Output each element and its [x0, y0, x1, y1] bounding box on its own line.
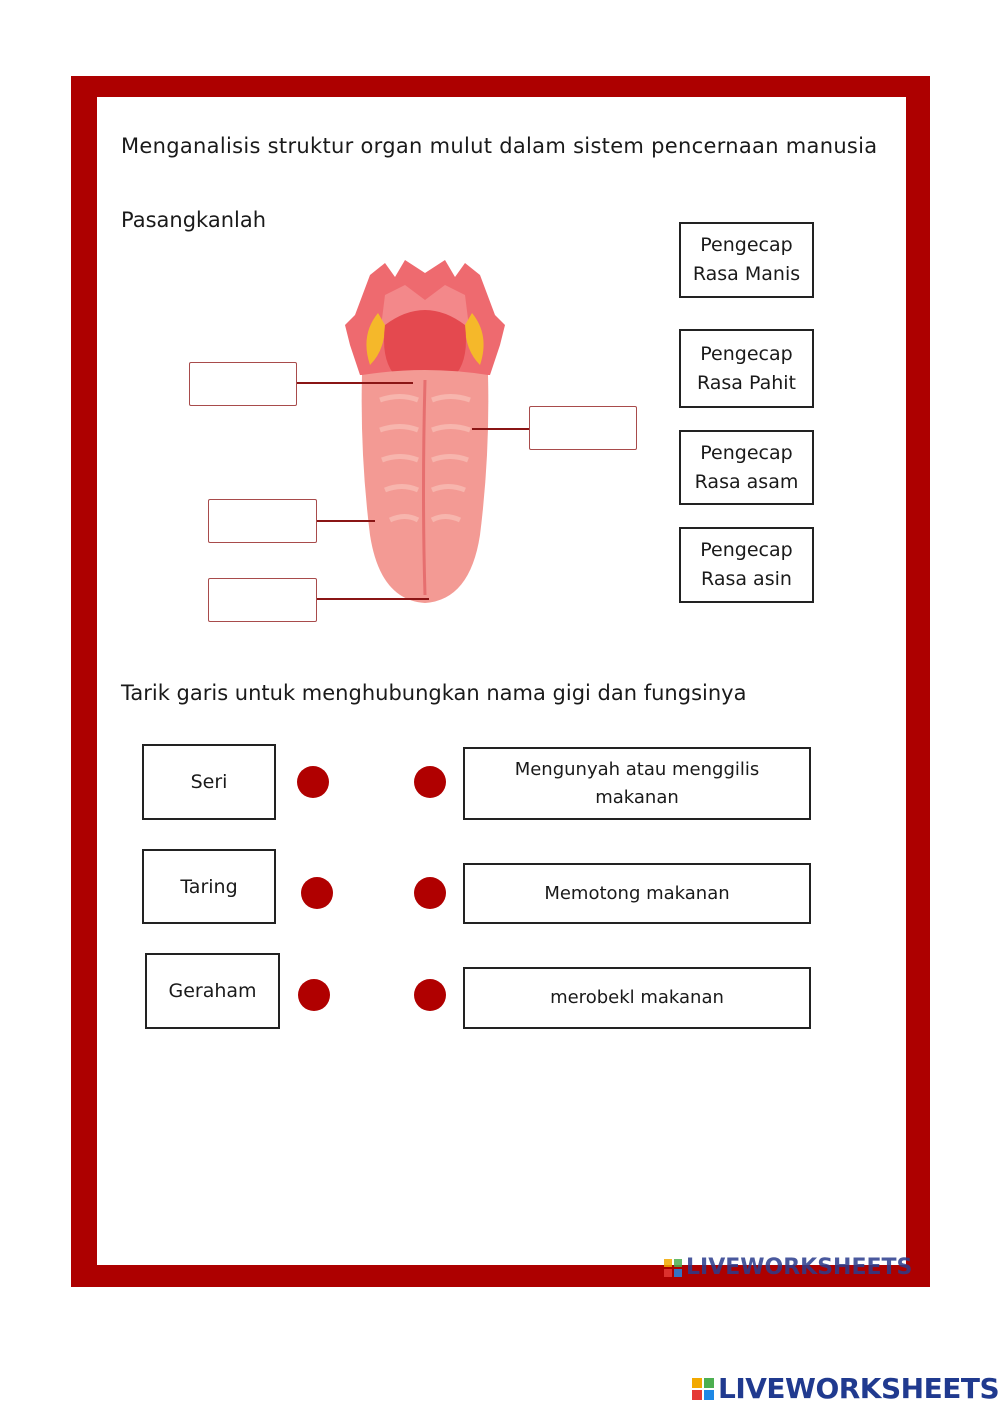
liveworksheets-watermark: LIVEWORKSHEETS [664, 1255, 912, 1280]
option-line1: Pengecap [700, 539, 793, 561]
left-papillae-shape [379, 394, 420, 523]
right-tonsil-shape [465, 313, 484, 365]
answer-box-side-right[interactable] [529, 406, 637, 450]
tooth-box-geraham: Geraham [145, 953, 280, 1029]
option-line1: Pengecap [700, 441, 793, 464]
function-box-chew: Mengunyah atau menggilis makanan [463, 747, 811, 820]
tooth-label: Geraham [168, 980, 257, 1002]
option-line2: Rasa Manis [692, 263, 801, 285]
worksheet-title: Menganalisis struktur organ mulut dalam … [121, 134, 878, 158]
tooth-dot-geraham[interactable] [298, 979, 330, 1011]
brand-text: LIVEWORKSHEETS [686, 1255, 913, 1280]
option-line2: Rasa Pahit [696, 371, 797, 394]
option-line1: Pengecap [700, 342, 793, 365]
liveworksheets-brand: LIVEWORKSHEETS [692, 1372, 1000, 1405]
function-label: Memotong makanan [544, 882, 730, 904]
answer-box-side-left[interactable] [208, 499, 317, 543]
tooth-dot-taring[interactable] [301, 877, 333, 909]
answer-box-back[interactable] [189, 362, 297, 406]
tooth-box-taring: Taring [142, 849, 276, 924]
answer-box-tip[interactable] [208, 578, 317, 622]
leader-line-tip [317, 598, 429, 600]
leader-line-side-left [317, 520, 375, 522]
section-heading-match: Pasangkanlah [121, 208, 267, 232]
tooth-label: Seri [190, 771, 228, 793]
function-dot-2[interactable] [414, 877, 446, 909]
function-dot-3[interactable] [414, 979, 446, 1011]
tooth-box-seri: Seri [142, 744, 276, 820]
option-line2: Rasa asam [694, 470, 799, 493]
liveworksheets-logo-icon [664, 1258, 682, 1277]
right-papillae-shape [430, 394, 471, 523]
tooth-dot-seri[interactable] [297, 766, 329, 798]
option-line2: Rasa asin [701, 568, 792, 590]
left-tonsil-shape [366, 313, 385, 365]
function-box-cut: Memotong makanan [463, 863, 811, 924]
function-label: Mengunyah atau menggilis makanan [514, 758, 760, 808]
leader-line-side-right [472, 428, 530, 430]
tongue-root-shape [384, 310, 466, 385]
tooth-label: Taring [180, 875, 238, 898]
function-dot-1[interactable] [414, 766, 446, 798]
section-heading-teeth: Tarik garis untuk menghubungkan nama gig… [121, 681, 747, 705]
leader-line-back [297, 382, 413, 384]
option-line1: Pengecap [700, 234, 793, 256]
tongue-midline-shape [422, 379, 427, 596]
liveworksheets-logo-icon [692, 1377, 714, 1400]
function-box-tear: merobekl makanan [463, 967, 811, 1029]
brand-text: LIVEWORKSHEETS [718, 1372, 1000, 1405]
tongue-illustration [345, 260, 505, 603]
function-label: merobekl makanan [550, 987, 724, 1008]
